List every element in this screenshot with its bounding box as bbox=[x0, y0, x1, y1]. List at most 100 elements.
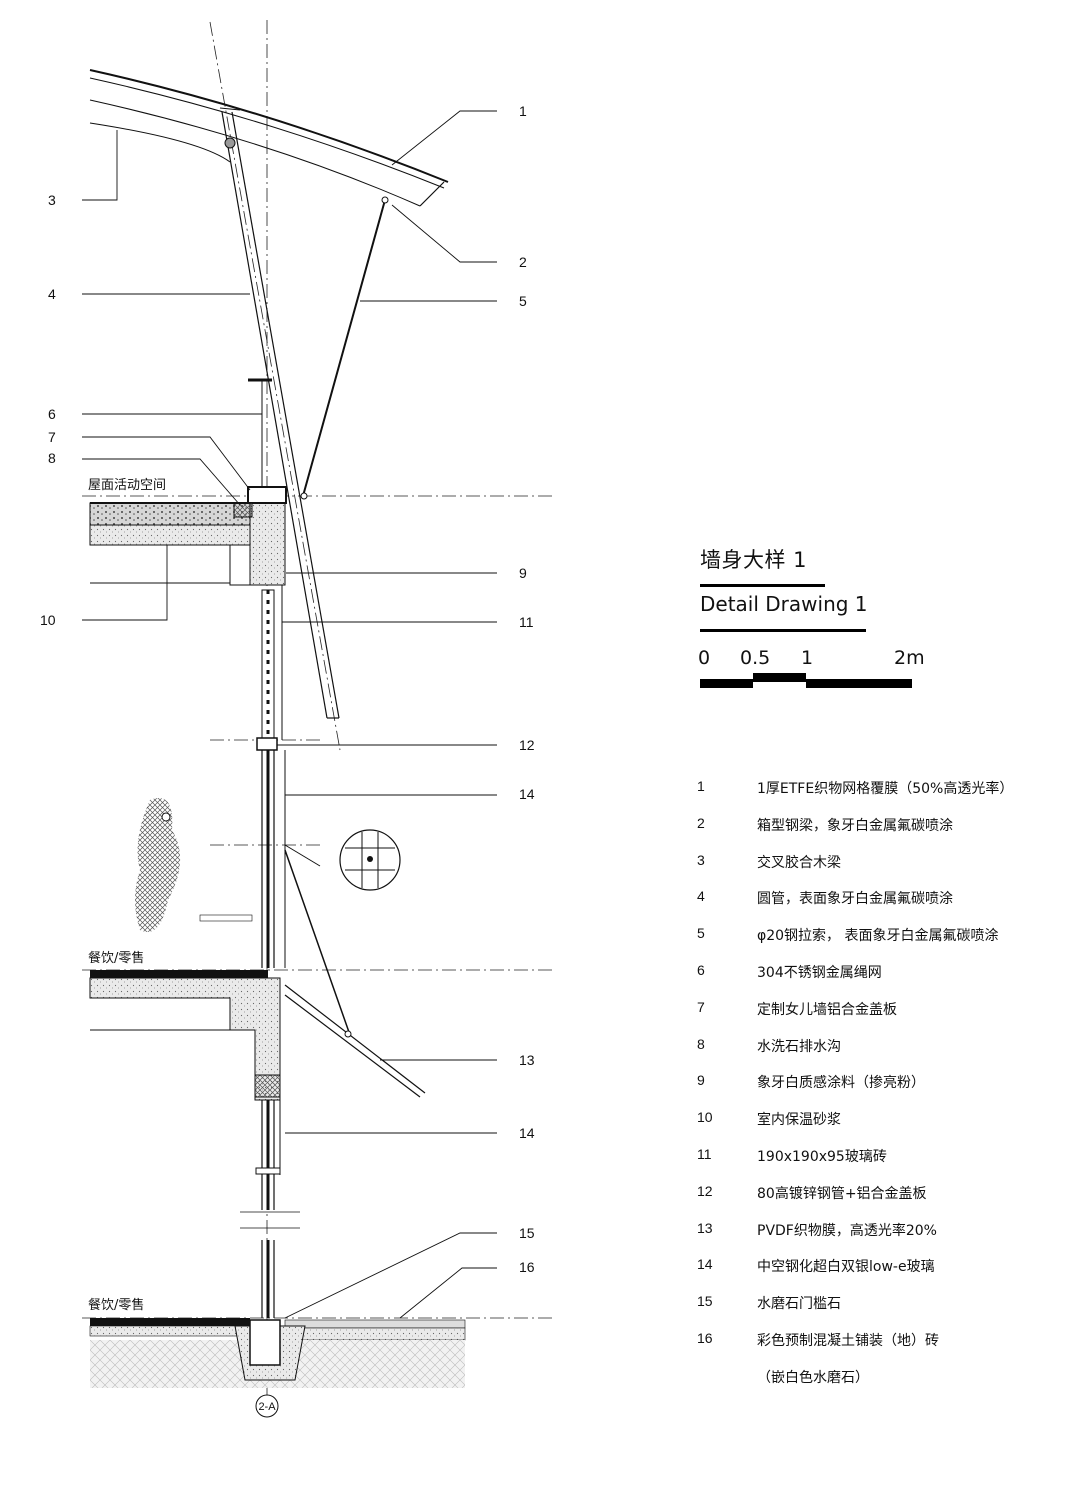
legend-item: 7 定制女儿墙铝合金盖板 bbox=[697, 999, 1077, 1036]
upper-glazing bbox=[261, 750, 286, 968]
legend-item-number: 6 bbox=[697, 961, 705, 978]
grid-bubble-label: 2-A bbox=[258, 1401, 276, 1413]
callout-5: 5 bbox=[519, 293, 527, 309]
callout-3: 3 bbox=[48, 192, 56, 208]
legend-item: 4 圆管，表面象牙白金属氟碳喷涂 bbox=[697, 888, 1077, 925]
callout-14a: 14 bbox=[519, 786, 535, 802]
legend-item-text: 190x190x95玻璃砖 bbox=[757, 1148, 887, 1165]
legend-item-number: 2 bbox=[697, 814, 705, 831]
legend-item-text: 室内保温砂浆 bbox=[757, 1112, 841, 1129]
ground-slab bbox=[89, 1318, 466, 1388]
legend-item-text: 交叉胶合木梁 bbox=[757, 854, 841, 871]
detail-bubble bbox=[284, 829, 401, 891]
scale-label-0: 0 bbox=[698, 647, 711, 669]
legend-item-number: 14 bbox=[697, 1256, 713, 1273]
legend-item-number: 5 bbox=[697, 925, 705, 942]
callout-9: 9 bbox=[519, 565, 527, 581]
legend-item-text: 圆管，表面象牙白金属氟碳喷涂 bbox=[757, 891, 953, 908]
legend-item: 9 象牙白质感涂料（掺亮粉） bbox=[697, 1072, 1077, 1109]
legend-item-text: （嵌白色水磨石） bbox=[757, 1369, 869, 1386]
zone-label-ground: 餐饮/零售 bbox=[88, 1297, 144, 1313]
lower-glazing bbox=[255, 1100, 281, 1210]
legend-item-text: φ20钢拉索， 表面象牙白金属氟碳喷涂 bbox=[757, 928, 999, 945]
scale-label-2m: 2m bbox=[894, 647, 925, 669]
callout-6: 6 bbox=[48, 406, 56, 422]
glass-block-wall bbox=[261, 585, 283, 740]
legend-item: 1 1厚ETFE织物网格覆膜（50%高透光率） bbox=[697, 778, 1077, 815]
legend-item: 11 190x190x95玻璃砖 bbox=[697, 1146, 1077, 1183]
title-english: Detail Drawing 1 bbox=[700, 592, 868, 616]
legend-item-text: 定制女儿墙铝合金盖板 bbox=[757, 1001, 897, 1018]
slanted-axis-line bbox=[209, 21, 341, 751]
title-rule-1 bbox=[700, 584, 825, 587]
scale-label-1: 1 bbox=[801, 647, 814, 669]
legend-item-text: 80高镀锌钢管+铝合金盖板 bbox=[757, 1185, 927, 1202]
legend-item-text: 象牙白质感涂料（掺亮粉） bbox=[757, 1075, 925, 1092]
steel-tube bbox=[221, 111, 340, 719]
legend-item-text: 彩色预制混凝土铺装（地）砖 bbox=[757, 1332, 939, 1349]
title-chinese: 墙身大样 1 bbox=[700, 548, 808, 572]
scale-label-0-5: 0.5 bbox=[740, 647, 771, 669]
legend-item-number: 8 bbox=[697, 1035, 705, 1052]
legend-item-number: 11 bbox=[697, 1145, 712, 1162]
callout-1: 1 bbox=[519, 103, 527, 119]
legend-item-text: 中空钢化超白双银low-e玻璃 bbox=[757, 1259, 935, 1276]
callout-16: 16 bbox=[519, 1259, 535, 1275]
grid-bubble bbox=[255, 1394, 279, 1418]
callout-14b: 14 bbox=[519, 1125, 535, 1141]
callout-numbers-right: 1 2 5 9 11 12 14 13 14 15 16 bbox=[519, 103, 535, 1275]
legend-item-number: 13 bbox=[697, 1219, 713, 1236]
upper-slab bbox=[89, 970, 281, 1101]
legend-item-number: 7 bbox=[697, 998, 705, 1015]
callout-13: 13 bbox=[519, 1052, 535, 1068]
legend-item-number: 3 bbox=[697, 851, 705, 868]
legend-item: 5 φ20钢拉索， 表面象牙白金属氟碳喷涂 bbox=[697, 925, 1077, 962]
scale-bar bbox=[700, 673, 912, 688]
tree-sketch bbox=[135, 798, 181, 932]
legend-list: 1 1厚ETFE织物网格覆膜（50%高透光率） 2 箱型钢梁，象牙白金属氟碳喷涂 3 交叉… bbox=[697, 778, 1077, 1404]
legend-item-text: PVDF织物膜，高透光率20% bbox=[757, 1222, 937, 1239]
legend-item-number: 10 bbox=[697, 1109, 713, 1126]
legend-item: 3 交叉胶合木梁 bbox=[697, 852, 1077, 889]
legend-item-text: 水洗石排水沟 bbox=[757, 1038, 841, 1055]
legend-item: 8 水洗石排水沟 bbox=[697, 1036, 1077, 1073]
steel-pipe-cap bbox=[256, 737, 278, 751]
legend-item-text: 箱型钢梁，象牙白金属氟碳喷涂 bbox=[757, 817, 953, 834]
callout-numbers-left: 3 4 6 7 8 10 bbox=[40, 192, 56, 628]
roof-slab bbox=[89, 486, 287, 586]
legend-item: 16 彩色预制混凝土铺装（地）砖 bbox=[697, 1330, 1077, 1367]
legend-item: 15 水磨石门槛石 bbox=[697, 1293, 1077, 1330]
legend-item-text: 水磨石门槛石 bbox=[757, 1296, 841, 1313]
legend-item: 14 中空钢化超白双银low-e玻璃 bbox=[697, 1256, 1077, 1293]
callout-4: 4 bbox=[48, 286, 56, 302]
legend-item: （嵌白色水磨石） bbox=[697, 1367, 1077, 1404]
callout-15: 15 bbox=[519, 1225, 535, 1241]
callout-11: 11 bbox=[519, 614, 534, 630]
legend-item-number: 9 bbox=[697, 1072, 705, 1089]
legend-item: 13 PVDF织物膜，高透光率20% bbox=[697, 1220, 1077, 1257]
legend-item: 6 304不锈钢金属绳网 bbox=[697, 962, 1077, 999]
legend-item: 10 室内保温砂浆 bbox=[697, 1109, 1077, 1146]
callout-10: 10 bbox=[40, 612, 56, 628]
pvdf-membrane bbox=[284, 849, 426, 1098]
legend-item-number: 4 bbox=[697, 888, 705, 905]
tension-cable bbox=[300, 196, 389, 500]
callout-2: 2 bbox=[519, 254, 527, 270]
callout-7: 7 bbox=[48, 429, 56, 445]
leaders-left bbox=[82, 130, 262, 1031]
zone-label-upper: 餐饮/零售 bbox=[88, 950, 144, 966]
legend-item-number: 16 bbox=[697, 1329, 713, 1346]
ground-glazing bbox=[261, 1240, 275, 1318]
legend-item: 2 箱型钢梁，象牙白金属氟碳喷涂 bbox=[697, 815, 1077, 852]
etfe-canopy bbox=[89, 69, 449, 207]
callout-8: 8 bbox=[48, 450, 56, 466]
legend-item-text: 1厚ETFE织物网格覆膜（50%高透光率） bbox=[757, 781, 1014, 797]
legend-item-number: 1 bbox=[697, 778, 705, 794]
callout-12: 12 bbox=[519, 737, 535, 753]
legend-item-text: 304不锈钢金属绳网 bbox=[757, 964, 882, 981]
legend-item-number: 15 bbox=[697, 1293, 713, 1310]
title-rule-2 bbox=[700, 629, 866, 632]
leaders-right bbox=[277, 110, 497, 1319]
